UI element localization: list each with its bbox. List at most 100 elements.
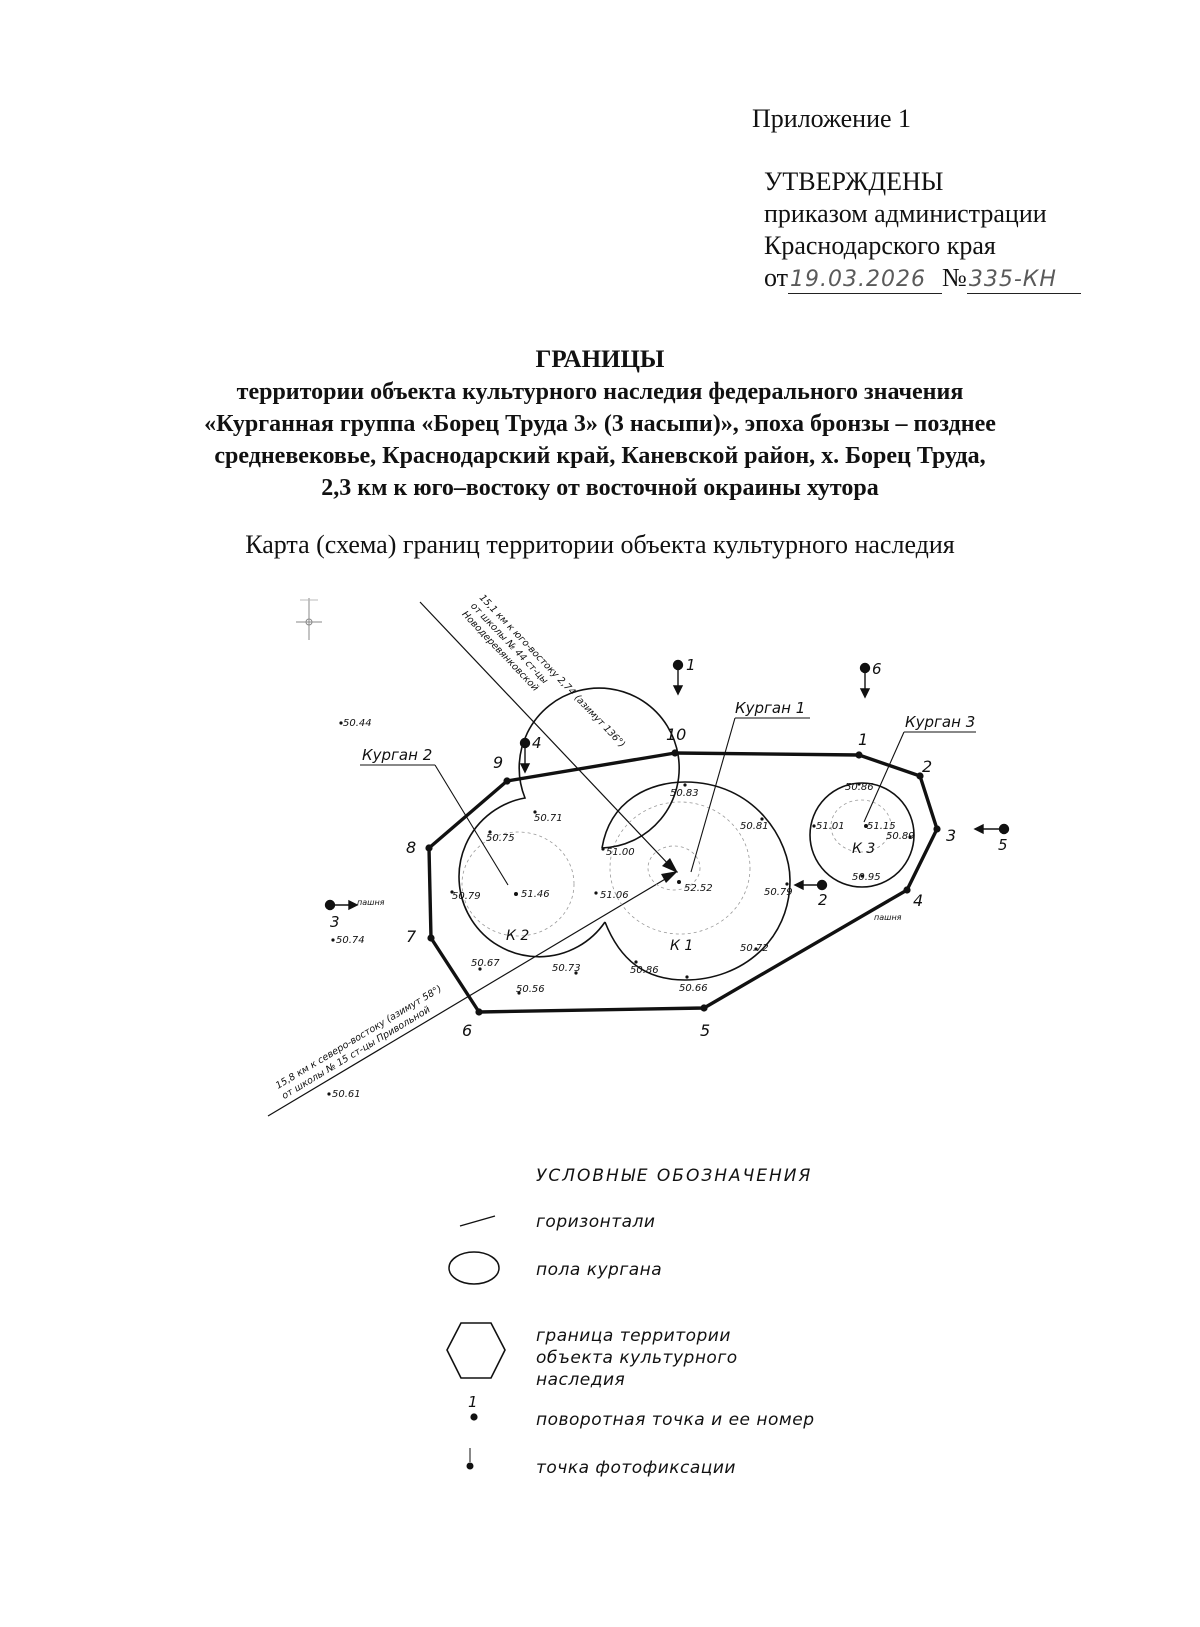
photo-point-3-icon xyxy=(324,899,359,911)
appendix-label: Приложение 1 xyxy=(752,104,912,133)
photo-label-4: 4 xyxy=(532,734,542,752)
order-date: 19.03.2026 xyxy=(790,267,926,292)
mound-callouts xyxy=(360,717,976,886)
reference-label-2: 15,8 км к северо-востоку (азимут 58°) от… xyxy=(274,983,444,1102)
legend-boundary-1: граница территории xyxy=(536,1326,731,1346)
date-prefix: от xyxy=(764,263,789,292)
photo-label-5: 5 xyxy=(998,836,1008,854)
mound-1-title: Курган 1 xyxy=(735,699,805,717)
elev-out-1: 50.44 xyxy=(343,718,372,729)
elev-k2-n: 50.71 xyxy=(534,813,563,824)
boundary-label-2: 2 xyxy=(922,757,932,776)
order-line-1: приказом администрации xyxy=(764,199,1047,228)
svg-text:15,8 км к северо-востоку (азим: 15,8 км к северо-востоку (азимут 58°) xyxy=(274,983,444,1091)
boundary-point-9 xyxy=(503,777,511,785)
elev-k2-s: 50.56 xyxy=(516,984,545,995)
elev-k2-se: 50.73 xyxy=(552,963,581,974)
mound-short-labels: К 1 К 2 К 3 xyxy=(506,841,875,954)
legend-boundary-3: наследия xyxy=(536,1370,626,1390)
approval-block: УТВЕРЖДЕНЫ приказом администрации Красно… xyxy=(764,166,1081,294)
mound-3-floor xyxy=(809,782,915,888)
elevation-labels: 52.52 50.83 50.81 50.79 50.72 50.66 50.8… xyxy=(332,718,915,1100)
photo-point-4-icon xyxy=(519,737,531,774)
photo-point-5-icon xyxy=(973,823,1010,835)
heading-line-4: 2,3 км к юго–востоку от восточной окраин… xyxy=(321,475,879,501)
elev-k3-top: 51.15 xyxy=(867,821,896,832)
north-arrow-icon xyxy=(296,598,322,640)
heading-title: ГРАНИЦЫ xyxy=(535,346,665,373)
legend-contours: горизонтали xyxy=(536,1212,656,1232)
legend-mound-floor: пола кургана xyxy=(536,1260,663,1280)
mound-1-floor xyxy=(601,781,791,981)
legend-photo-point: точка фотофиксации xyxy=(536,1458,736,1478)
legend-boundary-symbol xyxy=(446,1322,506,1379)
order-date-line: от19.03.2026 №335-КН xyxy=(764,262,1081,294)
elev-k2-e: 51.06 xyxy=(600,890,629,901)
elev-out-3: 50.61 xyxy=(332,1089,361,1100)
document-heading: ГРАНИЦЫ территории объекта культурного н… xyxy=(150,344,1050,504)
legend-contour-symbol xyxy=(459,1215,496,1227)
elev-k3-s: 50.95 xyxy=(852,872,881,883)
elev-k1-n: 50.83 xyxy=(670,788,699,799)
mound-3-title: Курган 3 xyxy=(905,713,975,731)
elev-k3-e: 50.89 xyxy=(886,831,915,842)
photo-label-6: 6 xyxy=(872,660,882,678)
elev-k2-top: 51.46 xyxy=(521,889,550,900)
boundary-point-2 xyxy=(916,772,924,780)
elev-out-2: 50.74 xyxy=(336,935,365,946)
elev-k1-sw: 50.86 xyxy=(630,965,659,976)
elevation-dots xyxy=(327,721,912,1096)
reference-arrow-1 xyxy=(662,858,678,873)
boundary-label-3: 3 xyxy=(946,826,956,845)
legend-title: УСЛОВНЫЕ ОБОЗНАЧЕНИЯ xyxy=(536,1166,813,1186)
legend-mound-symbol xyxy=(448,1251,500,1285)
elev-saddle: 51.00 xyxy=(606,847,635,858)
elev-k1-top: 52.52 xyxy=(684,883,713,894)
approved-label: УТВЕРЖДЕНЫ xyxy=(764,167,944,196)
heading-line-2: «Курганная группа «Борец Труда 3» (3 нас… xyxy=(204,411,996,437)
boundary-point-labels: 1 2 3 4 5 6 7 8 9 10 xyxy=(406,725,956,1040)
boundary-label-1: 1 xyxy=(858,730,868,749)
boundary-label-4: 4 xyxy=(913,891,923,910)
boundary-label-7: 7 xyxy=(406,927,417,946)
photo-point-labels: 1 2 3 4 5 6 xyxy=(330,656,1008,931)
legend-turn-point: поворотная точка и ее номер xyxy=(536,1410,815,1430)
mound-titles: Курган 1 Курган 2 Курган 3 xyxy=(362,699,975,764)
svg-text:от школы № 15 ст-цы Привольной: от школы № 15 ст-цы Привольной xyxy=(280,1004,432,1102)
order-line-2: Краснодарского края xyxy=(764,231,996,260)
boundary-point-4 xyxy=(903,886,911,894)
mound-2-floor xyxy=(458,687,680,958)
elev-k1-ne: 50.81 xyxy=(740,821,769,832)
elev-k2-sw: 50.67 xyxy=(471,958,500,969)
boundary-vertices xyxy=(425,749,941,1016)
elev-k1-s: 50.66 xyxy=(679,983,708,994)
boundary-label-9: 9 xyxy=(493,753,503,772)
legend-turn-point-number: 1 xyxy=(468,1393,479,1411)
svg-text:от школы № 44 ст-цы: от школы № 44 ст-цы xyxy=(468,601,550,687)
order-number: 335-КН xyxy=(968,267,1057,292)
photo-points xyxy=(324,659,1010,911)
heading-line-3: средневековье, Краснодарский край, Канев… xyxy=(214,443,986,469)
number-prefix: № xyxy=(942,263,967,292)
reference-line-1 xyxy=(419,601,673,869)
map-subtitle: Карта (схема) границ территории объекта … xyxy=(245,530,955,559)
boundary-point-10 xyxy=(671,749,679,757)
boundary-label-6: 6 xyxy=(462,1021,472,1040)
legend-turn-point-icon xyxy=(470,1413,478,1421)
boundary-point-6 xyxy=(475,1008,483,1016)
mound-2-title: Курган 2 xyxy=(362,746,432,764)
photo-point-6-icon xyxy=(859,662,871,699)
elev-k1-se: 50.72 xyxy=(740,943,769,954)
field-label-west: пашня xyxy=(357,898,385,907)
photo-point-2-icon xyxy=(793,879,828,891)
photo-label-2: 2 xyxy=(818,891,828,909)
contour-lines xyxy=(461,799,892,937)
mound-3-short: К 3 xyxy=(852,841,875,857)
photo-label-3: 3 xyxy=(330,913,340,931)
legend-photo-point-icon xyxy=(466,1448,474,1470)
reference-arrow-2 xyxy=(661,871,678,883)
boundary-point-7 xyxy=(427,934,435,942)
heading-line-1: территории объекта культурного наследия … xyxy=(236,379,964,405)
boundary-point-3 xyxy=(933,825,941,833)
